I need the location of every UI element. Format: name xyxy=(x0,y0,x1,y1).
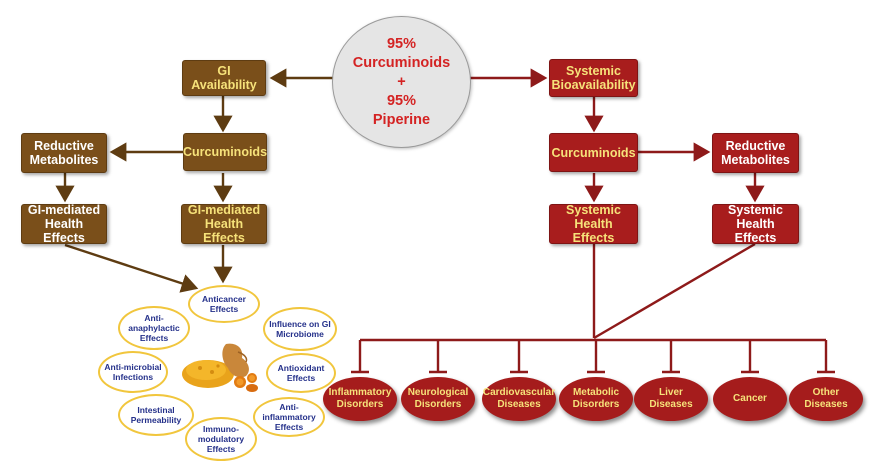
center-line-2: Curcuminoids xyxy=(352,54,451,71)
center-line-5: Piperine xyxy=(372,111,431,128)
turmeric-illustration xyxy=(182,343,258,392)
effect-anti-anaphylactic-label: Anti-anaphylactic Effects xyxy=(128,313,180,343)
center-line-3: + xyxy=(397,73,406,90)
effect-anti-inflammatory: Anti-inflammatory Effects xyxy=(253,397,325,437)
gi-mediated-center-box: GI-mediated Health Effects xyxy=(181,203,267,245)
disease-other-label: Other Diseases xyxy=(804,387,848,410)
disease-cancer-label: Cancer xyxy=(733,393,767,404)
systemic-health-left-box: Systemic Health Effects xyxy=(549,203,638,245)
effect-anti-inflammatory-label: Anti-inflammatory Effects xyxy=(262,402,316,432)
left-reductive-metabolites-label: Reductive Metabolites xyxy=(29,139,99,167)
disease-cancer: Cancer xyxy=(713,377,787,421)
disease-liver: Liver Diseases xyxy=(634,377,708,421)
center-line-1: 95% xyxy=(386,35,417,52)
left-curcuminoids-box: Curcuminoids xyxy=(183,133,267,171)
disease-cardiovascular: Cardiovascular Diseases xyxy=(482,377,556,421)
disease-inflammatory: Inflammatory Disorders xyxy=(323,377,397,421)
effect-antioxidant: Antioxidant Effects xyxy=(266,353,336,393)
formulation-oval: 95% Curcuminoids + 95% Piperine xyxy=(332,16,471,148)
effect-antioxidant-label: Antioxidant Effects xyxy=(277,363,325,383)
effect-gi-microbiome-label: Influence on GI Microbiome xyxy=(269,319,331,339)
right-curcuminoids-box: Curcuminoids xyxy=(549,133,638,172)
effect-intestinal-permeability: Intestinal Permeability xyxy=(118,394,194,436)
line-systemic-right-down xyxy=(593,242,756,340)
right-reductive-metabolites-label: Reductive Metabolites xyxy=(721,139,790,167)
systemic-health-left-label: Systemic Health Effects xyxy=(566,203,621,245)
systemic-bioavailability-label: Systemic Bioavailability xyxy=(551,64,636,92)
effect-anticancer: Anticancer Effects xyxy=(188,285,260,323)
left-curcuminoids-label: Curcuminoids xyxy=(182,145,268,159)
gi-mediated-left-label: GI-mediated Health Effects xyxy=(27,203,101,245)
left-reductive-metabolites-box: Reductive Metabolites xyxy=(21,133,107,173)
effect-anticancer-label: Anticancer Effects xyxy=(202,294,246,314)
systemic-bioavailability-box: Systemic Bioavailability xyxy=(549,59,638,97)
gi-availability-label: GI Availability xyxy=(191,64,257,92)
effect-anti-anaphylactic: Anti-anaphylactic Effects xyxy=(118,306,190,350)
effect-immunomodulatory: Immuno-modulatory Effects xyxy=(185,417,257,461)
disease-metabolic: Metabolic Disorders xyxy=(559,377,633,421)
gi-mediated-center-label: GI-mediated Health Effects xyxy=(187,203,261,245)
effect-immunomodulatory-label: Immuno-modulatory Effects xyxy=(197,424,245,454)
center-line-4: 95% xyxy=(386,92,417,109)
disease-neurological-label: Neurological Disorders xyxy=(407,387,469,410)
effect-antimicrobial: Anti-microbial Infections xyxy=(98,351,168,393)
gi-availability-box: GI Availability xyxy=(182,60,266,96)
right-curcuminoids-label: Curcuminoids xyxy=(551,145,636,160)
effect-antimicrobial-label: Anti-microbial Infections xyxy=(104,362,162,382)
right-reductive-metabolites-box: Reductive Metabolites xyxy=(712,133,799,173)
effect-gi-microbiome: Influence on GI Microbiome xyxy=(263,307,337,351)
effect-intestinal-permeability-label: Intestinal Permeability xyxy=(130,405,182,425)
disease-other: Other Diseases xyxy=(789,377,863,421)
disease-metabolic-label: Metabolic Disorders xyxy=(572,387,620,410)
gi-mediated-left-box: GI-mediated Health Effects xyxy=(21,203,107,245)
arrow-gi-left-to-effects xyxy=(64,243,199,293)
systemic-health-right-label: Systemic Health Effects xyxy=(728,203,783,245)
disease-cardiovascular-label: Cardiovascular Diseases xyxy=(482,387,556,410)
disease-liver-label: Liver Diseases xyxy=(649,387,693,410)
disease-inflammatory-label: Inflammatory Disorders xyxy=(328,387,392,410)
disease-neurological: Neurological Disorders xyxy=(401,377,475,421)
systemic-health-right-box: Systemic Health Effects xyxy=(712,203,799,245)
